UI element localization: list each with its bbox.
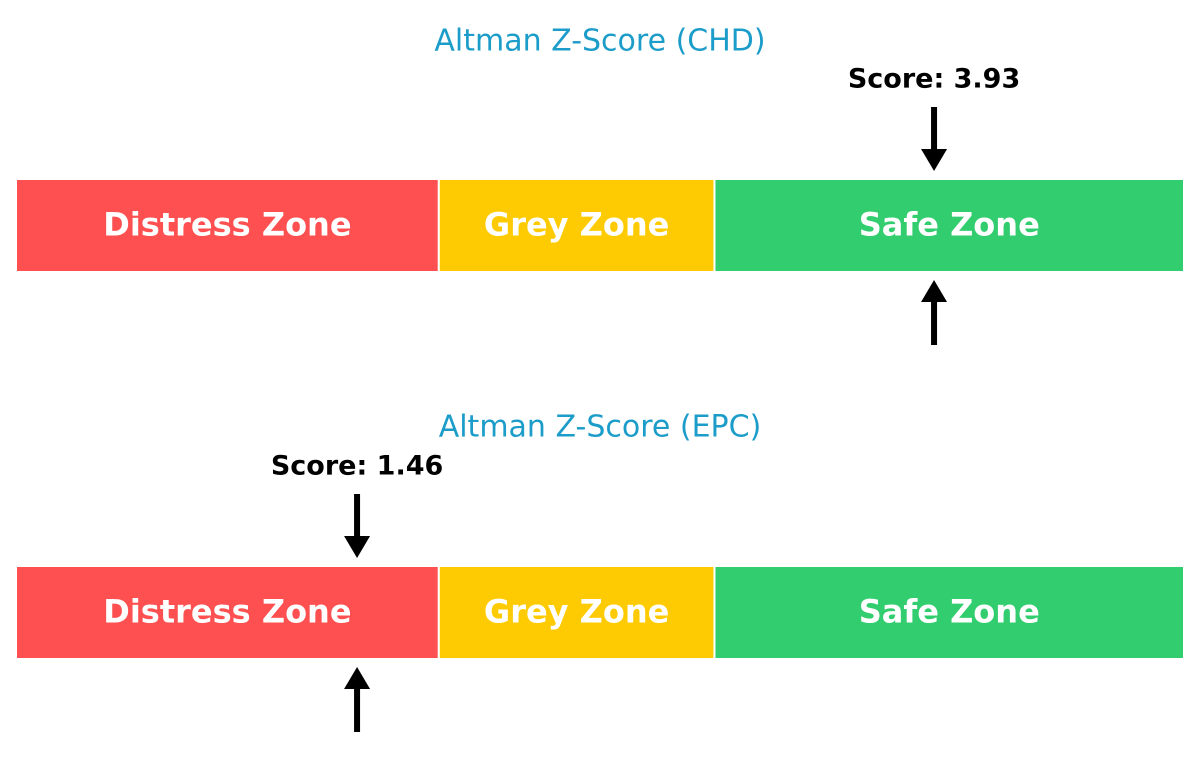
score-label: Score: 3.93 — [848, 64, 1020, 95]
zone-bar-safe — [713, 565, 1185, 660]
score-arrow-down-head — [344, 536, 371, 558]
score-arrow-up-shaft — [931, 302, 938, 345]
chart-title: Altman Z-Score (EPC) — [439, 410, 762, 445]
zone-label-distress: Distress Zone — [103, 206, 351, 244]
zone-bar-safe — [713, 178, 1185, 273]
score-arrow-up-shaft — [354, 689, 361, 732]
zone-label-safe: Safe Zone — [859, 593, 1040, 631]
zone-bar-grey — [437, 178, 716, 273]
zone-label-distress: Distress Zone — [103, 593, 351, 631]
zone-bar-grey — [437, 565, 716, 660]
score-arrow-up — [344, 667, 371, 732]
score-arrow-down-shaft — [354, 494, 361, 537]
score-arrow-down — [344, 494, 371, 558]
zone-label-safe: Safe Zone — [859, 206, 1040, 244]
score-arrow-down-head — [921, 149, 948, 171]
score-arrow-up — [921, 280, 948, 345]
zone-bar-distress — [15, 565, 440, 660]
score-arrow-up-head — [921, 280, 948, 302]
zone-bar-distress — [15, 178, 440, 273]
zone-label-grey: Grey Zone — [484, 593, 669, 631]
chart-title: Altman Z-Score (CHD) — [434, 24, 765, 59]
score-arrow-down — [921, 107, 948, 171]
score-arrow-up-head — [344, 667, 371, 689]
zone-label-grey: Grey Zone — [484, 206, 669, 244]
score-label: Score: 1.46 — [271, 451, 443, 482]
score-arrow-down-shaft — [931, 107, 938, 150]
